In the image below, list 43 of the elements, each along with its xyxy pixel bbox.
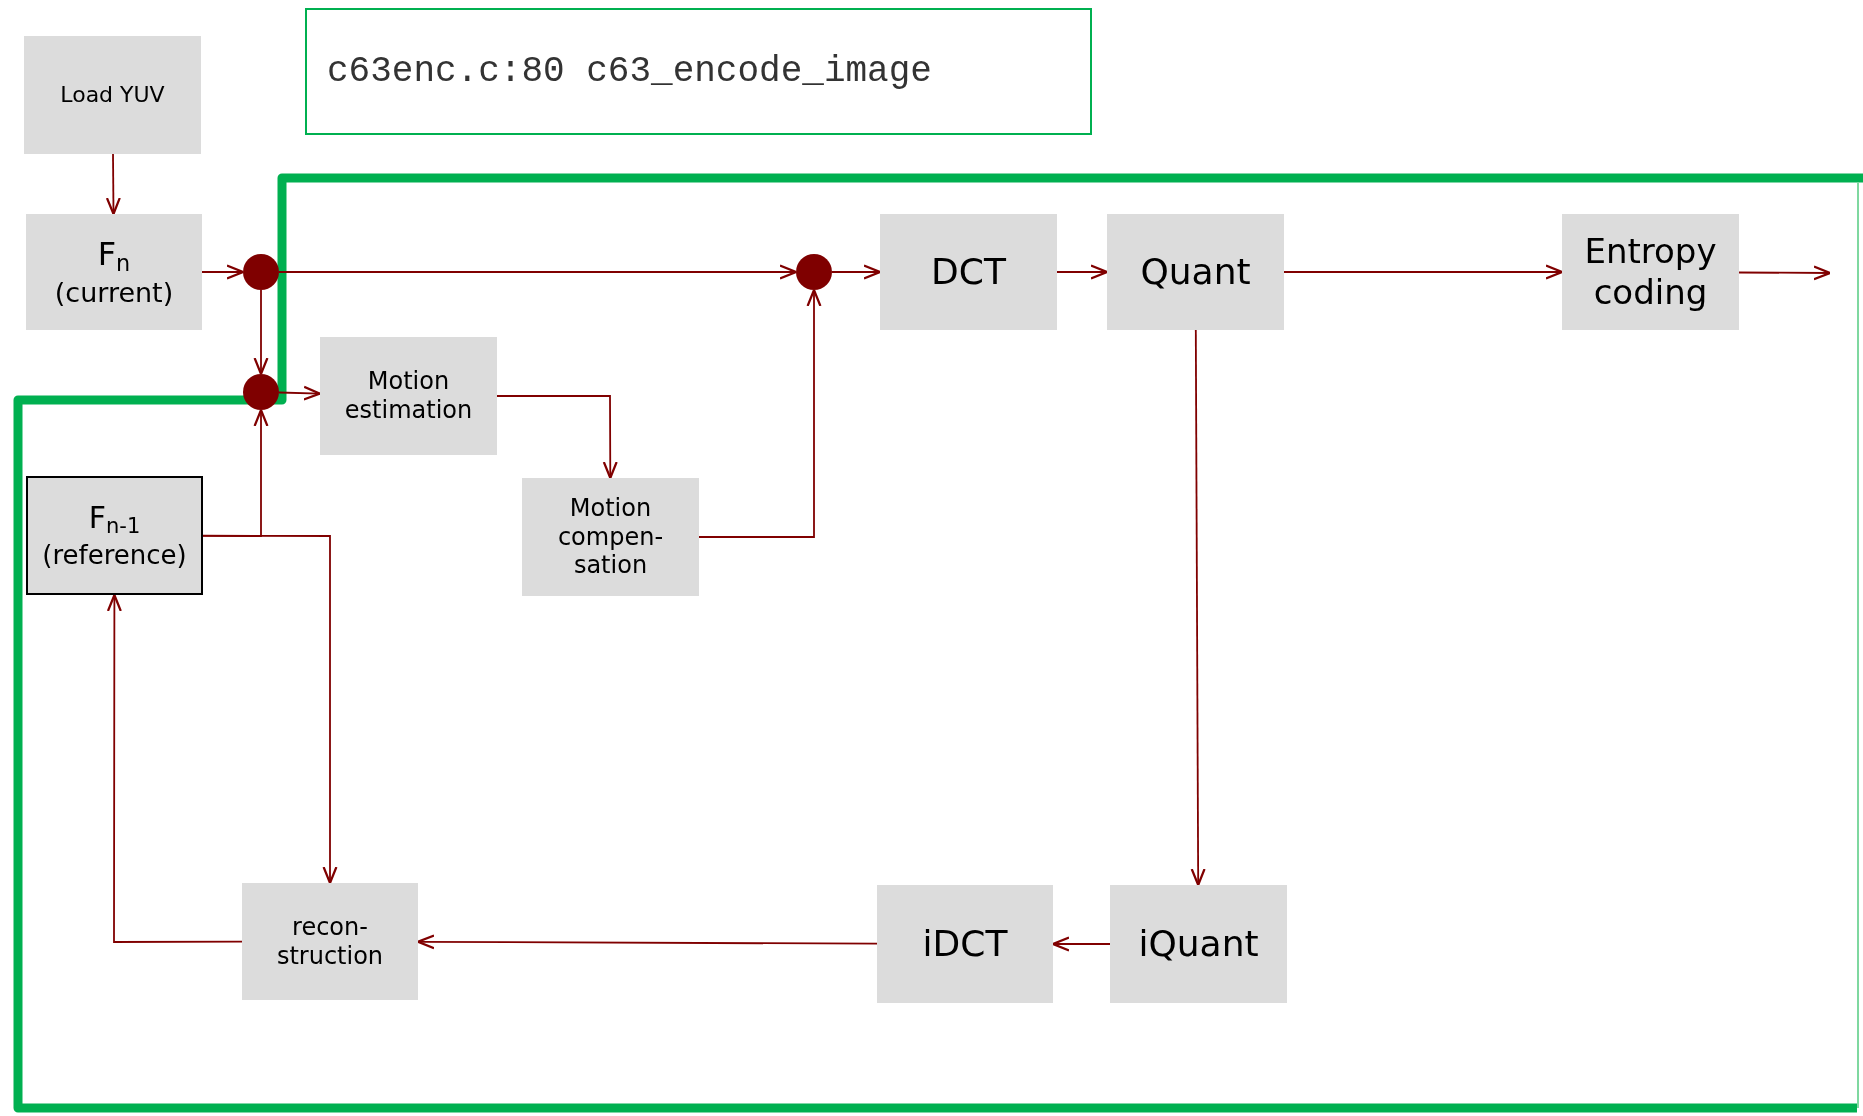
- code-label: c63enc.c:80 c63_encode_image: [327, 49, 932, 94]
- arrow: [278, 264, 798, 280]
- arrow: [106, 593, 243, 943]
- box-label: Quant: [1140, 250, 1251, 294]
- arrow: [1283, 264, 1564, 280]
- junction-dot: [243, 254, 279, 290]
- box-label: Motion compen- sation: [556, 493, 665, 581]
- process-box: [320, 337, 497, 455]
- box-label: DCT: [931, 250, 1006, 294]
- process-box: [880, 214, 1057, 330]
- process-box: [26, 476, 203, 595]
- box-label: F$_{n-1}$: [88, 500, 141, 540]
- process-box: [877, 885, 1053, 1003]
- box-label: Load YUV: [60, 81, 165, 109]
- arrow: [278, 385, 322, 401]
- box-label: recon- struction: [275, 912, 385, 971]
- box-label: iDCT: [922, 922, 1008, 966]
- box-label: F$_{n}$: [97, 235, 131, 277]
- arrow: [831, 264, 882, 280]
- process-box: [1110, 885, 1287, 1003]
- code-location-box: [305, 8, 1092, 135]
- junction-dot: [796, 254, 832, 290]
- box-label: Entropy coding: [1583, 231, 1718, 313]
- arrow: [698, 288, 822, 538]
- box-sublabel: (reference): [42, 539, 187, 571]
- process-box: [1107, 214, 1284, 330]
- process-box: [242, 883, 418, 1000]
- box-label: iQuant: [1138, 922, 1259, 966]
- box-sublabel: (current): [54, 276, 174, 309]
- arrow: [253, 289, 269, 376]
- arrow: [496, 395, 618, 480]
- box-label: Motion estimation: [343, 367, 474, 425]
- arrow: [202, 534, 338, 885]
- process-box: [522, 478, 699, 596]
- junction-dot: [243, 374, 279, 410]
- arrow: [1190, 329, 1206, 887]
- arrow: [1738, 265, 1832, 281]
- process-box: [24, 36, 201, 154]
- process-box: [26, 214, 202, 330]
- arrow: [105, 153, 121, 216]
- arrow: [201, 264, 245, 280]
- arrow: [1056, 264, 1109, 280]
- process-box: [1562, 214, 1739, 330]
